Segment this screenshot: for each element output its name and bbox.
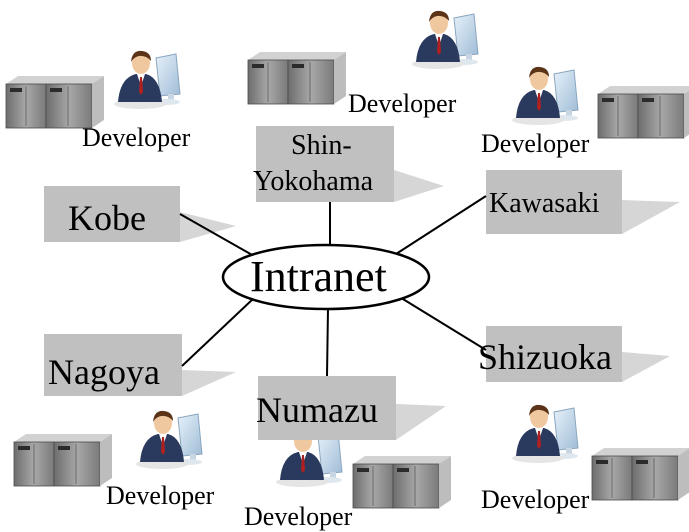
link-kobe [179,213,255,257]
site-label-shin-yokohama-line2: Yokohama [253,166,374,197]
shizuoka-developer-icon [511,404,579,464]
developer-label-shizuoka: Developer [481,485,590,514]
link-shizuoka [397,295,487,351]
kawasaki-box [486,170,680,234]
site-label-kawasaki: Kawasaki [489,188,600,219]
intranet-hub [221,243,431,311]
developer-label-numazu: Developer [244,502,353,531]
developer-label-kawasaki: Developer [481,129,590,158]
kawasaki-server-icon [597,85,689,139]
developer-label-nagoya: Developer [106,481,215,510]
nagoya-server-icon [13,433,113,487]
hub-label: Intranet [250,252,387,301]
shizuoka-box [486,326,670,382]
site-label-numazu: Numazu [256,390,378,430]
kawasaki-developer-icon [511,66,579,126]
site-label-nagoya: Nagoya [48,352,160,392]
site-label-shin-yokohama-line1: Shin- [291,130,352,161]
developer-label-shin-yokohama: Developer [348,89,457,118]
kobe-server-icon [5,75,105,129]
kobe-developer-icon [113,50,181,110]
nagoya-developer-icon [135,410,203,470]
kobe-box [44,186,236,242]
numazu-box [258,376,446,440]
nagoya-box [44,334,236,396]
site-label-shizuoka: Shizuoka [478,337,612,377]
shin-yokohama-developer-icon [411,10,479,70]
shin-yokohama-box [256,126,444,202]
numazu-server-icon [352,455,452,509]
link-nagoya [181,297,255,367]
site-label-kobe: Kobe [68,198,146,238]
shizuoka-server-icon [591,447,689,501]
link-numazu [326,307,329,377]
link-kawasaki [395,195,487,255]
developer-label-kobe: Developer [82,123,191,152]
shin-yokohama-server-icon [247,51,347,105]
